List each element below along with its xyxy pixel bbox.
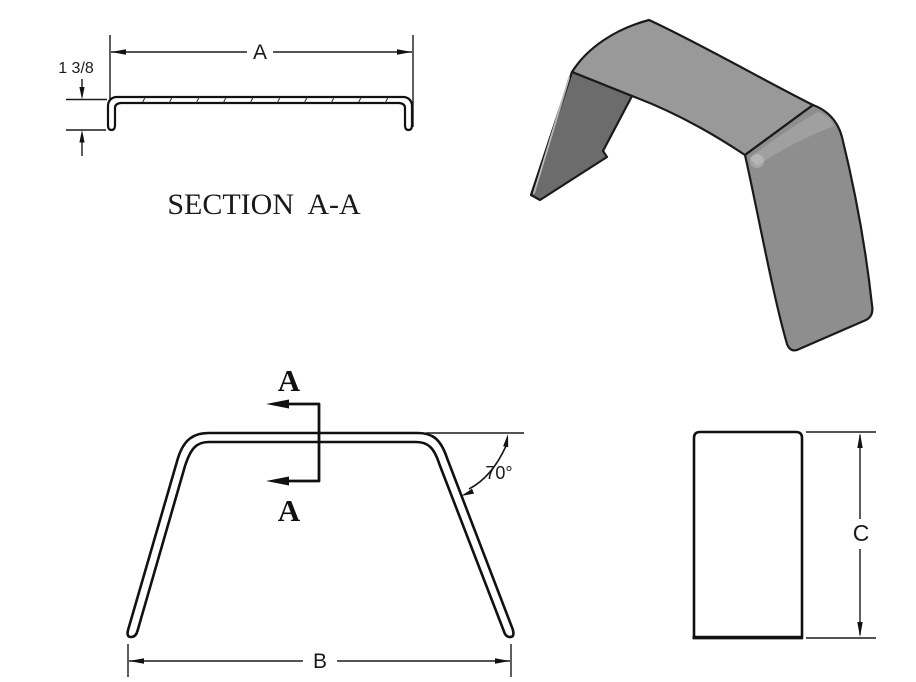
- side-outline: [692, 430, 804, 640]
- dimension-arrow-left-icon: [111, 49, 126, 55]
- iso-far-leg: [743, 103, 874, 352]
- angle-arrow-down-icon: [461, 488, 474, 496]
- dimension-arrow-down-icon: [857, 622, 863, 637]
- iso-bend-highlight: [750, 112, 834, 166]
- flange-arrow-down-icon: [79, 87, 85, 100]
- cut-arrow-bottom-icon: [266, 476, 289, 486]
- angle-arrow-up-icon: [503, 434, 509, 448]
- section-width-label: A: [253, 41, 267, 64]
- angle-arc: [468, 445, 507, 490]
- iso-top-panel: [570, 18, 815, 157]
- section-view: A 1 3/8 SECTION A-A: [58, 35, 414, 221]
- flange-extension-lines: [66, 98, 107, 131]
- flange-arrow-up-icon: [79, 130, 85, 143]
- section-profile-segment-ticks: [142, 97, 389, 103]
- side-view: C: [692, 430, 876, 640]
- dimension-arrow-right-icon: [397, 49, 412, 55]
- isometric-view: [529, 18, 874, 352]
- front-outline: [126, 431, 515, 639]
- iso-bend-highlight-spot: [750, 154, 764, 168]
- flange-height-label: 1 3/8: [58, 60, 94, 77]
- front-view: A A 70° B: [126, 363, 524, 677]
- cut-arrow-top-label: A: [278, 363, 301, 398]
- dimension-arrow-right-icon: [495, 658, 510, 664]
- section-view-caption: SECTION A-A: [167, 188, 361, 221]
- dimension-arrow-up-icon: [857, 433, 863, 448]
- cut-arrow-top-icon: [266, 399, 289, 409]
- side-height-label: C: [853, 520, 870, 546]
- bend-angle-label: 70°: [485, 463, 512, 483]
- side-extension-lines: [806, 431, 876, 639]
- cut-arrow-bottom-label: A: [278, 493, 301, 528]
- iso-near-leg-edge-highlight: [533, 77, 570, 194]
- dimension-arrow-left-icon: [129, 658, 144, 664]
- front-extension-lines: [127, 644, 512, 677]
- section-profile: [106, 95, 414, 132]
- iso-near-leg: [529, 70, 634, 202]
- front-width-label: B: [313, 650, 327, 673]
